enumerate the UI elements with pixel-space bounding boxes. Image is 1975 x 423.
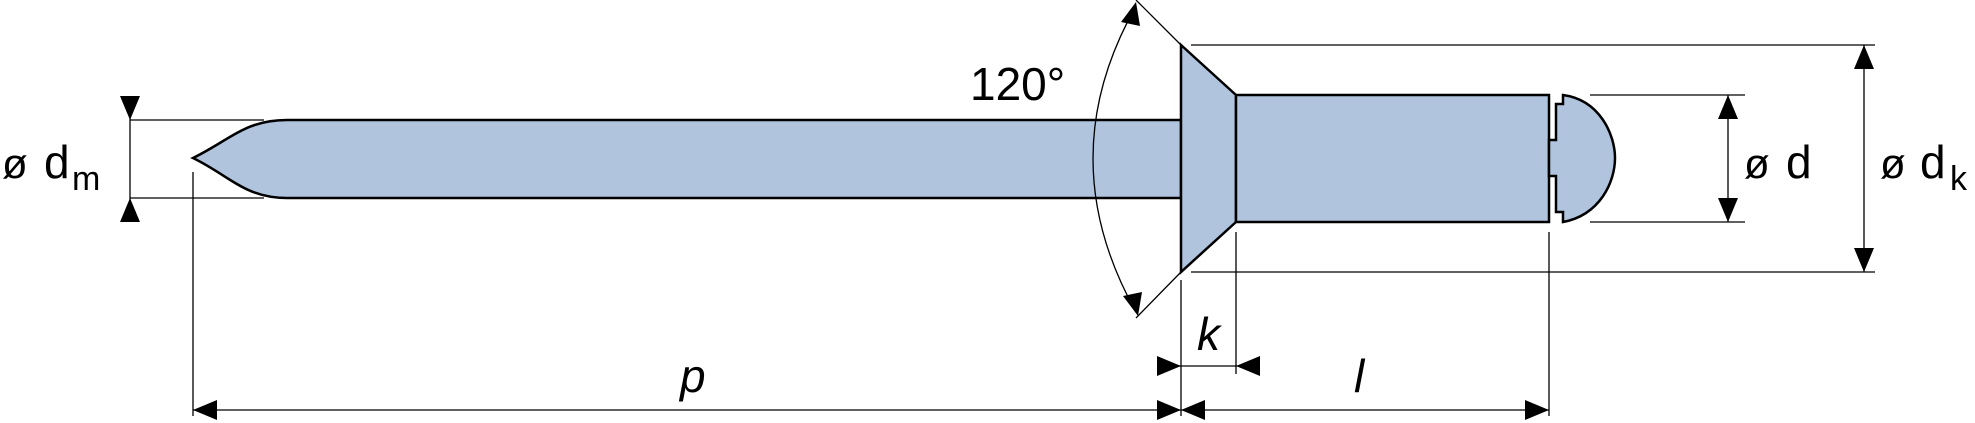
arrowhead bbox=[1718, 198, 1738, 222]
arrowhead bbox=[1525, 400, 1549, 420]
angle-dimension-arc bbox=[1092, 5, 1137, 313]
mandrel bbox=[190, 118, 1183, 200]
arrowhead bbox=[1123, 292, 1142, 316]
d-diameter-symbol: ø bbox=[1744, 140, 1770, 187]
arrowhead bbox=[1181, 400, 1205, 420]
arrowhead bbox=[1854, 45, 1874, 69]
arrowhead bbox=[1236, 356, 1260, 376]
mandrel-head bbox=[1547, 93, 1617, 224]
rivet-sleeve bbox=[1234, 93, 1551, 224]
arrowhead bbox=[120, 96, 140, 120]
arrowhead bbox=[193, 400, 217, 420]
dk-diameter-symbol: ø bbox=[1880, 140, 1906, 187]
arrowhead bbox=[120, 198, 140, 222]
arrowhead bbox=[1718, 95, 1738, 119]
dm-diameter-symbol: ø bbox=[2, 140, 28, 187]
l-label: l bbox=[1354, 350, 1366, 402]
arrowhead bbox=[1121, 2, 1140, 26]
dk-subscript: k bbox=[1950, 160, 1968, 198]
angle-label: 120° bbox=[970, 58, 1065, 110]
dk-label: d bbox=[1920, 136, 1946, 188]
arrowhead bbox=[1157, 400, 1181, 420]
extension-line bbox=[1135, 0, 1182, 46]
rivet-countersunk-head bbox=[1179, 42, 1238, 275]
extension-line bbox=[1135, 271, 1182, 319]
k-label: k bbox=[1197, 308, 1222, 360]
d-label: d bbox=[1786, 136, 1812, 188]
arrowhead bbox=[1854, 248, 1874, 272]
dm-label: d bbox=[44, 136, 70, 188]
p-label: p bbox=[678, 350, 706, 402]
dm-subscript: m bbox=[72, 160, 100, 198]
arrowhead bbox=[1157, 356, 1181, 376]
